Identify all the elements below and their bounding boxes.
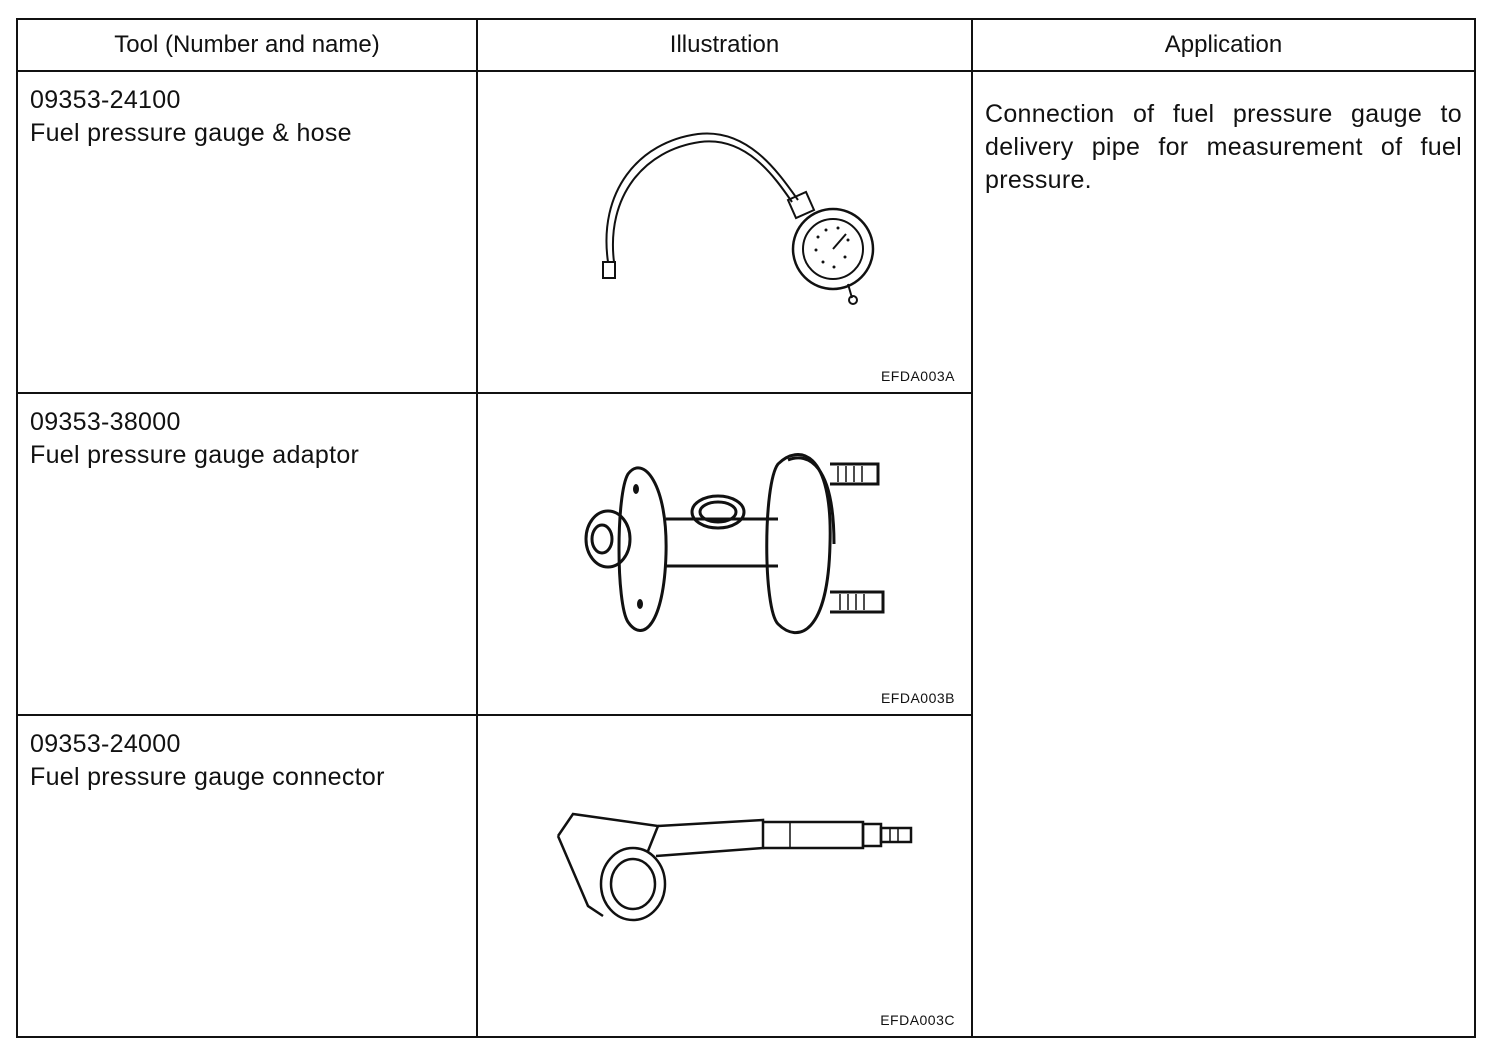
application-cell: Connection of fuel pressure gauge to del…: [971, 70, 1476, 1038]
table-row: 09353-38000 Fuel pressure gauge adaptor: [16, 392, 1475, 716]
table-row: 09353-24100 Fuel pressure gauge & hose: [16, 70, 1476, 1038]
tool-name: Fuel pressure gauge connector: [30, 763, 385, 791]
header-tool: Tool (Number and name): [16, 18, 478, 72]
tool-cell: 09353-24100 Fuel pressure gauge & hose: [16, 70, 478, 394]
header-application: Application: [971, 18, 1476, 72]
illustration-cell: EFDA003A: [476, 70, 973, 394]
tool-number: 09353-38000: [30, 408, 181, 436]
header-row: Tool (Number and name) Illustration Appl…: [16, 18, 1476, 72]
fuel-pressure-gauge-hose-icon: [602, 132, 875, 305]
illustration-cell: EFDA003C: [476, 714, 973, 1038]
tool-name: Fuel pressure gauge adaptor: [30, 441, 360, 469]
tool-number: 09353-24100: [30, 86, 181, 114]
tool-cell: 09353-24000 Fuel pressure gauge connecto…: [16, 714, 478, 1038]
tool-cell: 09353-38000 Fuel pressure gauge adaptor: [16, 392, 478, 716]
fuel-pressure-gauge-connector-icon: [556, 812, 913, 922]
figure-code: EFDA003A: [880, 368, 955, 384]
fuel-pressure-gauge-adaptor-icon: [584, 453, 885, 634]
illustration-cell: EFDA003B: [476, 392, 973, 716]
application-text: Connection of fuel pressure gauge to del…: [985, 100, 1462, 194]
figure-code: EFDA003C: [880, 1012, 955, 1028]
table-row: 09353-24000 Fuel pressure gauge connecto…: [16, 714, 1475, 1038]
special-tools-table: Tool (Number and name) Illustration Appl…: [16, 18, 1476, 1038]
tool-number: 09353-24000: [30, 730, 181, 758]
figure-code: EFDA003B: [880, 690, 955, 706]
header-illustration: Illustration: [476, 18, 973, 72]
tool-name: Fuel pressure gauge & hose: [30, 119, 352, 147]
